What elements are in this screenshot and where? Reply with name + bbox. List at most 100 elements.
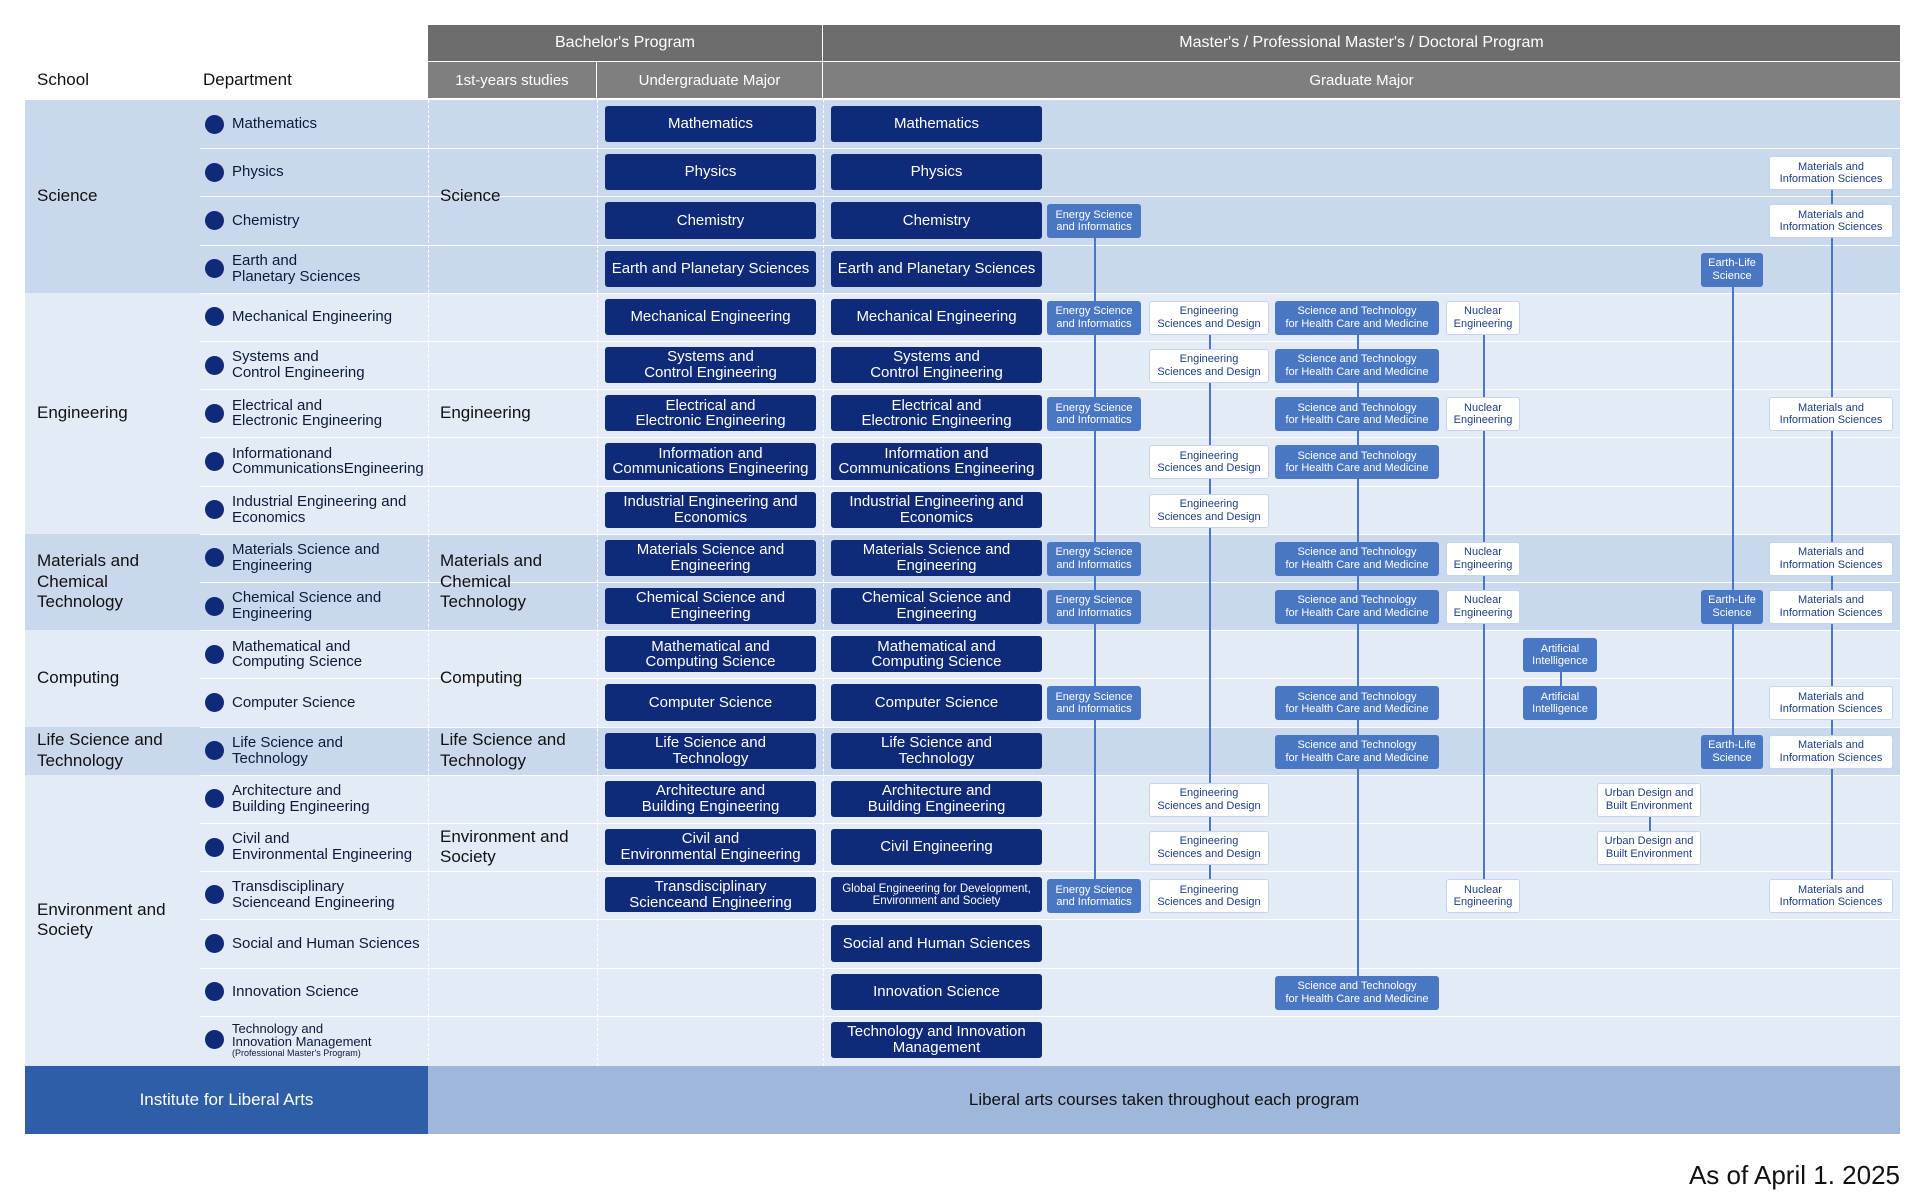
graduate-major[interactable]: Technology and Innovation Management: [831, 1021, 1042, 1058]
tag-materials[interactable]: Materials and Information Sciences: [1769, 686, 1893, 721]
tag-urban[interactable]: Urban Design and Built Environment: [1597, 782, 1701, 817]
tag-esd[interactable]: Engineering Sciences and Design: [1149, 445, 1269, 480]
undergraduate-major[interactable]: Mechanical Engineering: [605, 298, 816, 335]
tag-health[interactable]: Science and Technology for Health Care a…: [1275, 686, 1439, 721]
tag-materials[interactable]: Materials and Information Sciences: [1769, 204, 1893, 239]
graduate-major[interactable]: Computer Science: [831, 684, 1042, 721]
tag-health[interactable]: Science and Technology for Health Care a…: [1275, 541, 1439, 576]
tag-health[interactable]: Science and Technology for Health Care a…: [1275, 300, 1439, 335]
department-item: Mechanical Engineering: [205, 293, 427, 341]
tag-health[interactable]: Science and Technology for Health Care a…: [1275, 734, 1439, 769]
tag-materials[interactable]: Materials and Information Sciences: [1769, 156, 1893, 191]
tag-materials[interactable]: Materials and Information Sciences: [1769, 734, 1893, 769]
tag-esd[interactable]: Engineering Sciences and Design: [1149, 879, 1269, 914]
graduate-major[interactable]: Architecture and Building Engineering: [831, 780, 1042, 817]
tag-energy[interactable]: Energy Science and Informatics: [1047, 686, 1141, 721]
undergraduate-major[interactable]: Physics: [605, 154, 816, 191]
graduate-major[interactable]: Global Engineering for Development, Envi…: [831, 877, 1042, 913]
undergraduate-major[interactable]: Earth and Planetary Sciences: [605, 250, 816, 287]
graduate-major[interactable]: Mathematics: [831, 106, 1042, 143]
tag-nuclear[interactable]: Nuclear Engineering: [1446, 590, 1520, 624]
bachelor-program-header: Bachelor's Program: [428, 25, 822, 61]
undergraduate-major[interactable]: Industrial Engineering and Economics: [605, 491, 816, 528]
department-item: Earth and Planetary Sciences: [205, 245, 427, 293]
connector-line: [1831, 172, 1833, 896]
tag-energy[interactable]: Energy Science and Informatics: [1047, 879, 1141, 914]
undergraduate-major[interactable]: Architecture and Building Engineering: [605, 780, 816, 817]
tag-health[interactable]: Science and Technology for Health Care a…: [1275, 445, 1439, 480]
row-divider: [200, 823, 1900, 824]
graduate-major[interactable]: Mechanical Engineering: [831, 298, 1042, 335]
undergraduate-major[interactable]: Life Science and Technology: [605, 732, 816, 769]
tag-health[interactable]: Science and Technology for Health Care a…: [1275, 349, 1439, 383]
department-bullet-icon: [205, 1030, 224, 1050]
first-year-name: Materials and Chemical Technology: [440, 551, 543, 612]
tag-health[interactable]: Science and Technology for Health Care a…: [1275, 590, 1439, 624]
tag-ai[interactable]: Artificial Intelligence: [1523, 686, 1597, 721]
tag-esd[interactable]: Engineering Sciences and Design: [1149, 782, 1269, 817]
tag-esd[interactable]: Engineering Sciences and Design: [1149, 349, 1269, 383]
graduate-major[interactable]: Information and Communications Engineeri…: [831, 443, 1042, 480]
tag-earthlife[interactable]: Earth-Life Science: [1701, 252, 1763, 287]
undergraduate-major[interactable]: Transdisciplinary Scienceand Engineering: [605, 877, 816, 913]
school-name: Life Science and Technology: [37, 730, 163, 770]
graduate-major[interactable]: Social and Human Sciences: [831, 925, 1042, 962]
tag-earthlife[interactable]: Earth-Life Science: [1701, 590, 1763, 624]
tag-energy[interactable]: Energy Science and Informatics: [1047, 590, 1141, 624]
graduate-major[interactable]: Industrial Engineering and Economics: [831, 491, 1042, 528]
undergraduate-major[interactable]: Civil and Environmental Engineering: [605, 829, 816, 866]
tag-esd[interactable]: Engineering Sciences and Design: [1149, 493, 1269, 528]
tag-esd[interactable]: Engineering Sciences and Design: [1149, 831, 1269, 865]
tag-nuclear[interactable]: Nuclear Engineering: [1446, 879, 1520, 914]
undergraduate-major[interactable]: Mathematics: [605, 106, 816, 143]
tag-materials[interactable]: Materials and Information Sciences: [1769, 397, 1893, 432]
tag-esd[interactable]: Engineering Sciences and Design: [1149, 300, 1269, 335]
first-year-name: Science: [440, 186, 501, 206]
undergraduate-major[interactable]: Mathematical and Computing Science: [605, 636, 816, 673]
department-column-header: Department: [203, 70, 292, 89]
tag-health[interactable]: Science and Technology for Health Care a…: [1275, 397, 1439, 432]
tag-materials[interactable]: Materials and Information Sciences: [1769, 590, 1893, 624]
graduate-major[interactable]: Mathematical and Computing Science: [831, 636, 1042, 673]
tag-materials[interactable]: Materials and Information Sciences: [1769, 541, 1893, 576]
row-divider: [200, 774, 1900, 776]
department-name: Materials Science and Engineering: [232, 541, 380, 574]
department-item: Industrial Engineering and Economics: [205, 486, 427, 534]
first-year-name: Life Science and Technology: [440, 730, 566, 770]
tag-materials[interactable]: Materials and Information Sciences: [1769, 879, 1893, 914]
row-divider: [200, 1015, 1900, 1017]
graduate-major[interactable]: Earth and Planetary Sciences: [831, 250, 1042, 287]
undergraduate-major[interactable]: Computer Science: [605, 684, 816, 721]
tag-nuclear[interactable]: Nuclear Engineering: [1446, 397, 1520, 432]
undergraduate-major[interactable]: Chemistry: [605, 202, 816, 239]
tag-urban[interactable]: Urban Design and Built Environment: [1597, 831, 1701, 865]
graduate-major[interactable]: Life Science and Technology: [831, 732, 1042, 769]
undergraduate-major[interactable]: Materials Science and Engineering: [605, 539, 816, 576]
department-item: Informationand CommunicationsEngineering: [205, 437, 427, 485]
graduate-major[interactable]: Electrical and Electronic Engineering: [831, 395, 1042, 432]
undergraduate-major[interactable]: Systems and Control Engineering: [605, 347, 816, 384]
graduate-major[interactable]: Materials Science and Engineering: [831, 539, 1042, 576]
undergraduate-major[interactable]: Information and Communications Engineeri…: [605, 443, 816, 480]
undergraduate-major[interactable]: Electrical and Electronic Engineering: [605, 395, 816, 432]
connector-line: [1560, 654, 1562, 703]
tag-energy[interactable]: Energy Science and Informatics: [1047, 204, 1141, 239]
tag-energy[interactable]: Energy Science and Informatics: [1047, 397, 1141, 432]
tag-nuclear[interactable]: Nuclear Engineering: [1446, 300, 1520, 335]
graduate-major[interactable]: Chemical Science and Engineering: [831, 588, 1042, 625]
undergraduate-major[interactable]: Chemical Science and Engineering: [605, 588, 816, 625]
first-year-name: Computing: [440, 668, 523, 688]
department-name: Mathematical and Computing Science: [232, 637, 363, 671]
graduate-major[interactable]: Innovation Science: [831, 973, 1042, 1010]
graduate-major[interactable]: Civil Engineering: [831, 829, 1042, 866]
row-divider: [200, 341, 1900, 342]
graduate-major[interactable]: Systems and Control Engineering: [831, 347, 1042, 384]
tag-energy[interactable]: Energy Science and Informatics: [1047, 300, 1141, 335]
tag-energy[interactable]: Energy Science and Informatics: [1047, 541, 1141, 576]
tag-health[interactable]: Science and Technology for Health Care a…: [1275, 975, 1439, 1010]
tag-ai[interactable]: Artificial Intelligence: [1523, 638, 1597, 673]
tag-nuclear[interactable]: Nuclear Engineering: [1446, 541, 1520, 576]
graduate-major[interactable]: Physics: [831, 154, 1042, 191]
tag-earthlife[interactable]: Earth-Life Science: [1701, 734, 1763, 769]
graduate-major[interactable]: Chemistry: [831, 202, 1042, 239]
